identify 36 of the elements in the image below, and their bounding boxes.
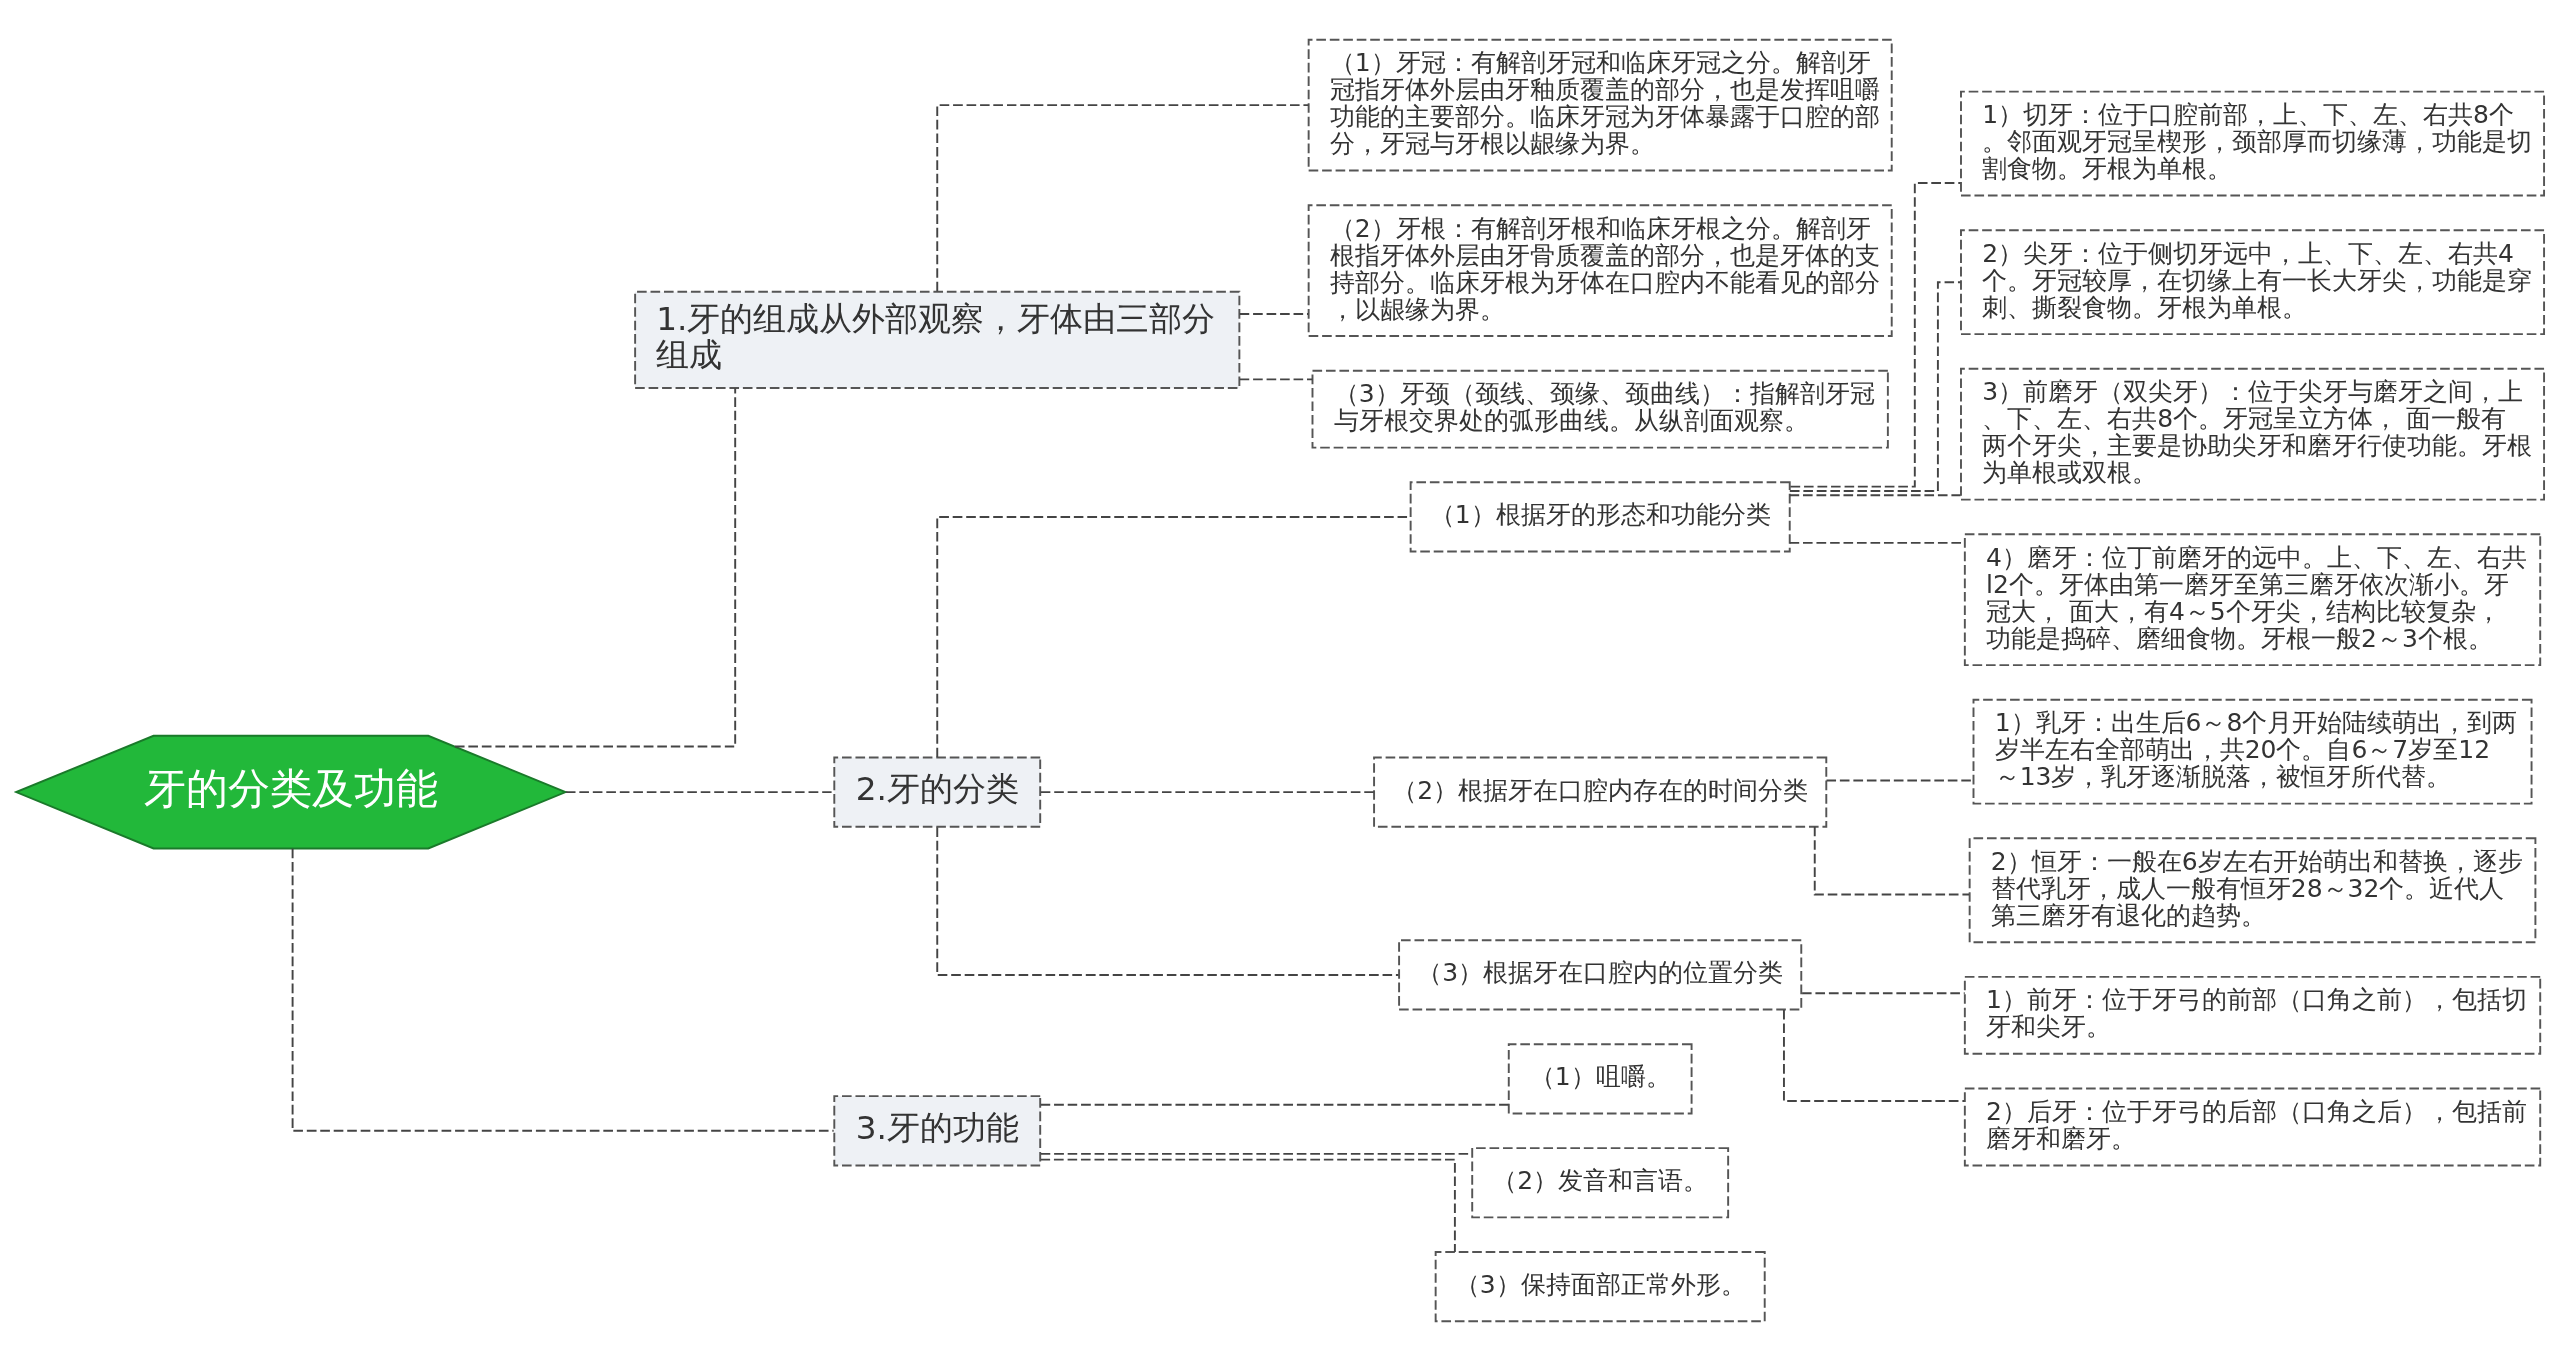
node-box: （3）根据牙在口腔内的位置分类 — [1398, 938, 1803, 1010]
connector — [1039, 790, 1375, 793]
node-box: （3）牙颈（颈线、颈缘、颈曲线）：指解剖牙冠与牙根交界处的弧形曲线。从纵剖面观察。 — [1311, 369, 1889, 449]
node-box: 1）切牙：位于口腔前部，上、下、左、右共8个。邻面观牙冠呈楔形，颈部厚而切缘薄，功能是切割食物。牙根为单根。 — [1960, 90, 2546, 197]
node-box: （1）牙冠：有解剖牙冠和临床牙冠之分。解剖牙冠指牙体外层由牙釉质覆盖的部分，也是发挥咀嚼功能的主要部分。临床牙冠为牙体暴露于口腔的部分，牙冠与牙根以龈缘为界。 — [1307, 38, 1893, 171]
node-box: 2.牙的分类 — [833, 756, 1042, 828]
connector — [1238, 377, 1314, 380]
connector — [1783, 1008, 1966, 1102]
node-box: 2）后牙：位于牙弓的后部（口角之后），包括前磨牙和磨牙。 — [1963, 1087, 2542, 1166]
connector — [1238, 312, 1310, 315]
connector — [1789, 181, 1962, 488]
connector — [1788, 280, 1962, 492]
node-box: 2）尖牙：位于侧切牙远中，上、下、左、右共4个。牙冠较厚，在切缘上有一长大牙尖，功能是穿刺、撕裂食物。牙根为单根。 — [1960, 228, 2546, 335]
connector — [1788, 493, 1962, 496]
node-box: （2）牙根：有解剖牙根和临床牙根之分。解剖牙根指牙体外层由牙骨质覆盖的部分，也是牙体的支持部分。临床牙根为牙体在口腔内不能看见的部分，以龈缘为界。 — [1307, 203, 1893, 337]
node-box: （3）保持面部正常外形。 — [1434, 1250, 1766, 1322]
node-box: （2）根据牙在口腔内存在的时间分类 — [1373, 756, 1828, 828]
connector — [1813, 825, 1971, 895]
node-box: 1）乳牙：出生后6～8个月开始陆续萌出，到两岁半左右全部萌出，共20个。自6～7岁至12～13岁，乳牙逐渐脱落，被恒牙所代替。 — [1972, 698, 2533, 805]
node-box: 3.牙的功能 — [833, 1094, 1042, 1166]
node-box: 4）磨牙：位丁前磨牙的远中。上、下、左、右共l2个。牙体由第一磨牙至第三磨牙依次渐小。牙冠大， 面大，有4～5个牙尖，结构比较复杂，功能是捣碎、磨细食物。牙根一般2～3个根。 — [1963, 532, 2542, 666]
connector — [936, 103, 1310, 292]
connector — [1801, 991, 1966, 994]
connector — [936, 825, 1400, 976]
connector — [1039, 1158, 1456, 1253]
connector — [454, 386, 737, 747]
connector — [565, 790, 835, 793]
node-box: 1.牙的组成从外部观察，牙体由三部分组成 — [634, 290, 1241, 389]
connector — [1039, 1103, 1510, 1106]
node-box: （1）咀嚼。 — [1507, 1042, 1693, 1114]
node-box: 3）前磨牙（双尖牙）：位于尖牙与磨牙之间，上、下、左、右共8个。牙冠呈立方体， 面一般有两个牙尖，主要是协助尖牙和磨牙行使功能。牙根为单根或双根。 — [1960, 367, 2546, 501]
node-box: （2）发音和言语。 — [1471, 1146, 1730, 1218]
connector — [291, 847, 835, 1132]
node-box: 1）前牙：位于牙弓的前部（口角之前），包括切牙和尖牙。 — [1963, 975, 2542, 1055]
node-box: 2）恒牙：一般在6岁左右开始萌出和替换，逐步替代乳牙，成人一般有恒牙28～32个。近代人第三磨牙有退化的趋势。 — [1968, 836, 2537, 943]
node-box: （1）根据牙的形态和功能分类 — [1409, 480, 1791, 553]
